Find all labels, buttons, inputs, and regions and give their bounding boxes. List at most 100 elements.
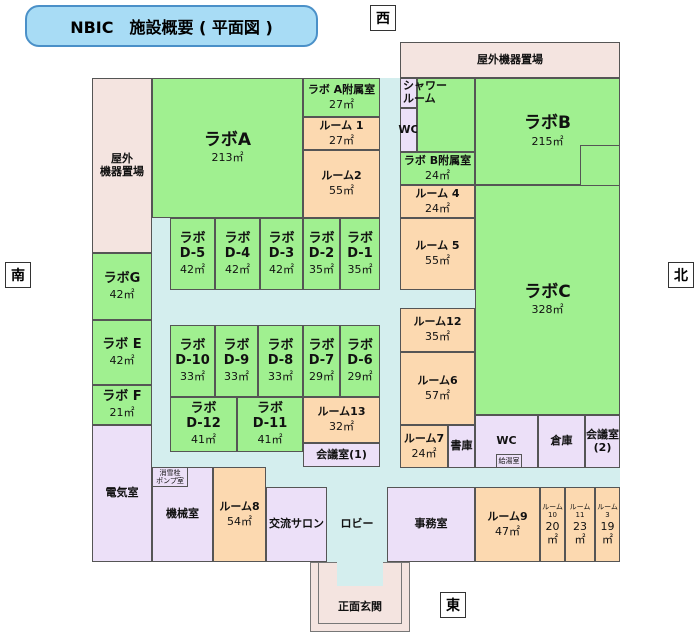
direction-south: 南: [5, 262, 31, 288]
room-area: 32㎡: [329, 420, 354, 433]
room-name: ルーム 1: [319, 118, 364, 132]
room-name: ラボ D-6: [346, 337, 373, 368]
room-name: ラボA: [203, 129, 252, 150]
room-area: 328㎡: [531, 303, 564, 317]
room-name: ラボ E: [102, 336, 142, 352]
room-lobby: ロビー: [327, 487, 387, 562]
room-name: ラボ D-10: [175, 337, 210, 368]
room-outdoor-top: 屋外機器置場: [400, 42, 620, 78]
room-name: ルーム13: [317, 405, 366, 419]
room-name: 給湯室: [498, 456, 520, 465]
room-area: 33㎡: [268, 369, 293, 383]
room-name: ロビー: [340, 517, 374, 531]
room-meeting-2: 会議室 (2): [585, 415, 620, 468]
room-outdoor-left: 屋外 機器置場: [92, 78, 152, 253]
room-area: 215㎡: [531, 134, 564, 148]
room-area: 41㎡: [257, 433, 283, 447]
room-meeting-1: 会議室(1): [303, 443, 380, 467]
room-area: 33㎡: [180, 369, 205, 383]
room-name: ラボ D-12: [186, 401, 221, 432]
room-area: 19 ㎡: [600, 519, 615, 546]
room-area: 24㎡: [411, 446, 437, 460]
room-area: 27㎡: [329, 97, 354, 111]
room-area: 29㎡: [347, 369, 373, 383]
room-name: 会議室(1): [316, 447, 367, 461]
room-name: シャワー ルーム: [403, 79, 447, 105]
room-name: ラボ D-4: [224, 230, 251, 261]
room-area: 42㎡: [225, 262, 250, 276]
page-title: NBIC 施設概要 ( 平面図 ): [25, 5, 318, 47]
room-name: 屋外 機器置場: [100, 151, 144, 178]
room-area: 47㎡: [495, 524, 520, 538]
room-salon: 交流サロン: [266, 487, 327, 562]
room-name: 事務室: [414, 517, 448, 531]
room-kitchenette: 給湯室: [496, 454, 522, 468]
room-area: 35㎡: [309, 262, 334, 276]
room-name: ルーム 3: [597, 502, 618, 519]
room-name: ルーム6: [417, 373, 458, 387]
room-name: ルーム8: [219, 499, 260, 513]
room-storage: 倉庫: [538, 415, 585, 468]
room-area: 24㎡: [425, 201, 450, 215]
room-area: 27㎡: [329, 133, 354, 147]
room-area: 33㎡: [224, 369, 249, 383]
room-area: 55㎡: [329, 184, 354, 197]
room-name: ルーム12: [413, 315, 462, 329]
room-name: 書庫: [450, 439, 473, 453]
room-area: 24㎡: [425, 168, 450, 182]
room-name: ラボB: [524, 113, 571, 134]
room-area: 21㎡: [109, 406, 135, 420]
room-name: ルーム9: [487, 509, 528, 523]
direction-north: 北: [668, 262, 694, 288]
room-area: 42㎡: [109, 287, 135, 301]
room-name: ラボ B附属室: [403, 153, 472, 167]
room-name: ラボ D-2: [308, 230, 335, 261]
room-name: 電気室: [105, 486, 139, 500]
room-name: 倉庫: [550, 434, 573, 448]
room-name: ラボ D-1: [346, 230, 373, 261]
room-entrance: 正面玄関: [325, 590, 395, 624]
room-name: ラボ A附属室: [307, 82, 376, 96]
room-name: 正面玄関: [338, 599, 382, 613]
room-name: ルーム 11: [569, 502, 591, 519]
room-area: 213㎡: [211, 151, 244, 165]
room-shower: シャワー ルーム: [400, 78, 447, 108]
room-name: ラボG: [103, 270, 141, 286]
room-library: 書庫: [448, 425, 475, 468]
room-name: ラボ F: [102, 389, 142, 405]
room-name: 屋外機器置場: [477, 52, 543, 66]
room-area: 54㎡: [227, 514, 252, 528]
direction-west: 西: [370, 5, 396, 31]
room-name: ルーム 4: [415, 186, 460, 200]
room-name: ルーム2: [321, 169, 362, 183]
room-name: ラボ D-7: [308, 337, 335, 368]
room-name: ラボ D-11: [252, 401, 288, 432]
room-area: 20 ㎡: [545, 519, 560, 546]
room-name: ルーム 5: [415, 239, 460, 253]
room-area: 35㎡: [425, 330, 450, 343]
